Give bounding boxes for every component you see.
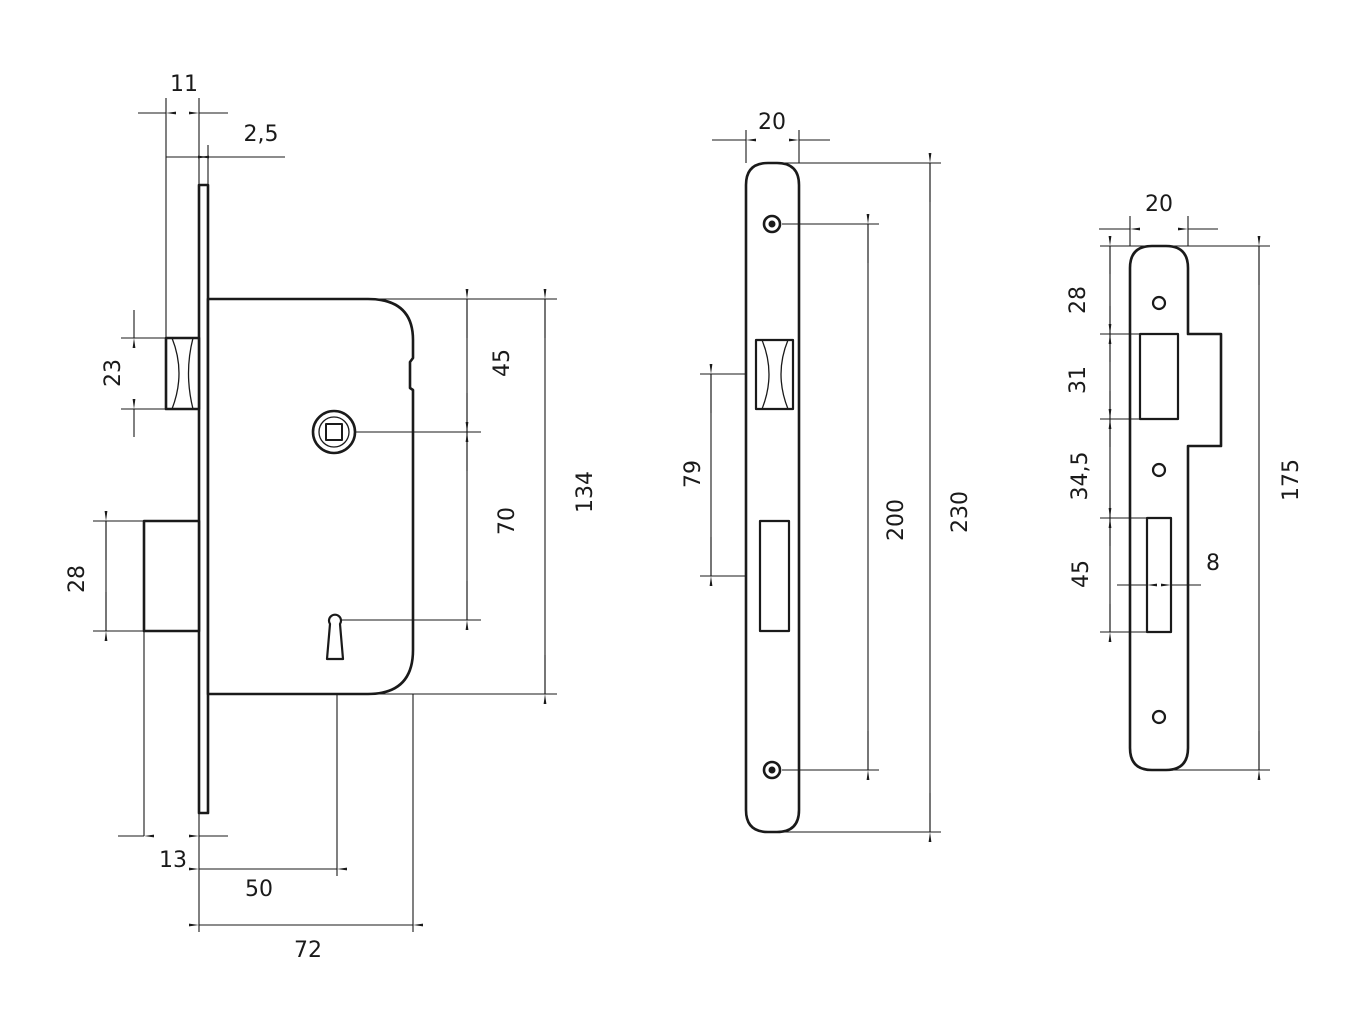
faceplate: 20 79 200 230 [681, 110, 973, 842]
strike-screw-hole-top [1151, 295, 1167, 311]
strike-dim-label-28: 28 [1066, 286, 1091, 314]
screw-hole-top [762, 214, 782, 234]
mortise-lock-body: 11 2,5 23 28 45 70 134 [65, 72, 598, 963]
faceplate-dim-label-20: 20 [758, 110, 786, 135]
strike-screw-hole-bottom [1151, 709, 1167, 725]
strike-dim-label-45: 45 [1069, 560, 1094, 588]
strike-dim-label-20: 20 [1145, 192, 1173, 217]
dim-label-50: 50 [245, 877, 273, 902]
strike-dim-label-8: 8 [1206, 551, 1220, 576]
front-plate [197, 183, 210, 815]
strike-plate: 20 28 31 34,5 45 8 175 [1066, 192, 1304, 780]
strike-screw-hole-middle [1151, 462, 1167, 478]
screw-hole-bottom [762, 760, 782, 780]
latch-bolt [164, 336, 201, 411]
faceplate-outline [744, 161, 801, 834]
faceplate-dim-label-79: 79 [681, 460, 706, 488]
strike-plate-outline [1128, 244, 1223, 772]
dim-label-2-5: 2,5 [244, 122, 279, 147]
dim-label-13: 13 [159, 848, 187, 873]
dead-bolt [142, 519, 201, 633]
latch-opening [754, 338, 795, 411]
dim-label-72: 72 [294, 938, 322, 963]
dim-label-11: 11 [170, 72, 198, 97]
strike-dim-label-175: 175 [1279, 459, 1304, 501]
dim-label-134: 134 [573, 471, 598, 513]
strike-latch-opening [1138, 332, 1180, 421]
dim-label-23: 23 [101, 359, 126, 387]
strike-dim-label-34-5: 34,5 [1068, 452, 1093, 501]
dim-label-28: 28 [65, 565, 90, 593]
strike-bolt-opening [1145, 516, 1173, 634]
dim-label-70: 70 [495, 507, 520, 535]
faceplate-dim-label-230: 230 [948, 491, 973, 533]
faceplate-dim-label-200: 200 [884, 499, 909, 541]
dim-label-45: 45 [490, 349, 515, 377]
lock-case [206, 297, 415, 696]
follower-hub [311, 409, 357, 455]
keyhole-icon [325, 613, 345, 661]
bolt-opening [758, 519, 791, 633]
strike-dim-label-31: 31 [1066, 366, 1091, 394]
